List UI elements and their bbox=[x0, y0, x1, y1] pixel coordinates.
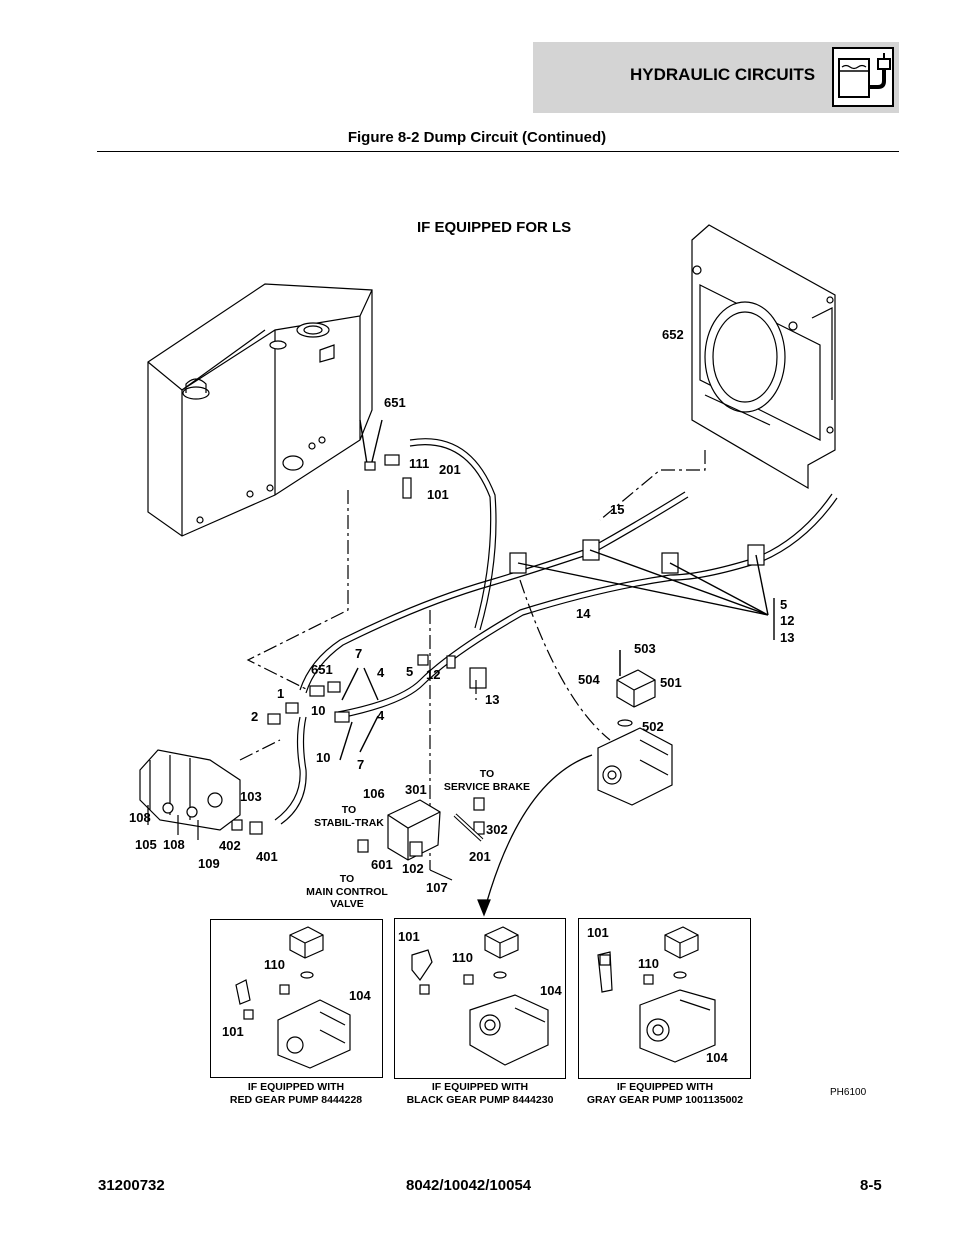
callout-1: 1 bbox=[277, 686, 285, 701]
fittings bbox=[231, 454, 485, 853]
callout-2: 2 bbox=[251, 709, 259, 724]
callout-109: 109 bbox=[198, 856, 220, 871]
inset-black-gear-pump bbox=[394, 918, 566, 1079]
callout-111: 111 bbox=[409, 456, 430, 471]
callout-302: 302 bbox=[486, 822, 508, 837]
callout-601: 601 bbox=[371, 857, 393, 872]
section-title: HYDRAULIC CIRCUITS bbox=[630, 65, 816, 84]
callout-101: 101 bbox=[427, 487, 449, 502]
callout-12: 12 bbox=[426, 667, 441, 682]
callout-4: 4 bbox=[377, 665, 385, 680]
figure-id: PH6100 bbox=[830, 1087, 867, 1098]
callout-14: 14 bbox=[576, 606, 591, 621]
note-to-stabil-trak: TO STABIL-TRAK bbox=[314, 804, 384, 829]
callout-13: 13 bbox=[485, 692, 500, 707]
inset-art-2 bbox=[411, 926, 549, 1066]
callout-106: 106 bbox=[363, 786, 385, 801]
callout-402: 402 bbox=[219, 838, 241, 853]
caption-gray-gear-pump: IF EQUIPPED WITH GRAY GEAR PUMP 10011350… bbox=[586, 1081, 744, 1106]
callout-7: 7 bbox=[355, 646, 363, 661]
caption-red-gear-pump: IF EQUIPPED WITH RED GEAR PUMP 8444228 bbox=[229, 1081, 363, 1106]
footer-doc-number: 31200732 bbox=[98, 1177, 165, 1194]
inset-art-3 bbox=[597, 926, 716, 1063]
inset3-callout-104: 104 bbox=[706, 1050, 728, 1065]
inset3-callout-101: 101 bbox=[587, 925, 609, 940]
callout-301: 301 bbox=[405, 782, 427, 797]
title-rule bbox=[97, 151, 899, 152]
callout-201: 201 bbox=[439, 462, 461, 477]
control-valve-block bbox=[387, 799, 484, 881]
main-control-valve-bank bbox=[139, 749, 241, 840]
callout-502: 502 bbox=[642, 719, 664, 734]
callout-501: 501 bbox=[660, 675, 682, 690]
callout-108: 108 bbox=[129, 810, 151, 825]
footer-page-number: 8-5 bbox=[860, 1177, 882, 1194]
callout-12: 12 bbox=[780, 613, 795, 628]
callout-5: 5 bbox=[780, 597, 788, 612]
inset-gray-gear-pump bbox=[578, 918, 751, 1079]
figure-subtitle: IF EQUIPPED FOR LS bbox=[417, 219, 572, 236]
callout-401: 401 bbox=[256, 849, 278, 864]
callout-13: 13 bbox=[780, 630, 795, 645]
note-to-main-control-valve: TO MAIN CONTROL VALVE bbox=[306, 873, 388, 910]
callout-10: 10 bbox=[311, 703, 326, 718]
callout-504: 504 bbox=[578, 672, 600, 687]
callout-15: 15 bbox=[610, 502, 625, 517]
inset1-callout-110: 110 bbox=[264, 957, 285, 972]
callout-651: 651 bbox=[384, 395, 406, 410]
main-pump bbox=[597, 650, 673, 806]
oil-cooler bbox=[691, 224, 836, 490]
hydraulic-reservoir-icon bbox=[832, 47, 894, 107]
callout-107: 107 bbox=[426, 880, 448, 895]
hydraulic-tank bbox=[147, 283, 373, 537]
callout-4: 4 bbox=[377, 708, 385, 723]
callout-201: 201 bbox=[469, 849, 491, 864]
callout-103: 103 bbox=[240, 789, 262, 804]
callout-652: 652 bbox=[662, 327, 684, 342]
caption-black-gear-pump: IF EQUIPPED WITH BLACK GEAR PUMP 8444230 bbox=[406, 1081, 554, 1106]
callout-108: 108 bbox=[163, 837, 185, 852]
inset-art-1 bbox=[235, 926, 351, 1069]
inset1-callout-101: 101 bbox=[222, 1024, 244, 1039]
callout-10: 10 bbox=[316, 750, 331, 765]
center-lines bbox=[239, 450, 706, 870]
inset1-callout-104: 104 bbox=[349, 988, 371, 1003]
footer-models: 8042/10042/10054 bbox=[406, 1177, 532, 1194]
callout-5: 5 bbox=[406, 664, 414, 679]
note-to-service-brake: TO SERVICE BRAKE bbox=[443, 768, 531, 793]
inset-red-gear-pump bbox=[210, 919, 383, 1078]
inset2-callout-104: 104 bbox=[540, 983, 562, 998]
inset2-callout-110: 110 bbox=[452, 950, 473, 965]
callout-651: 651 bbox=[311, 662, 333, 677]
inset3-callout-110: 110 bbox=[638, 956, 659, 971]
figure-title: Figure 8-2 Dump Circuit (Continued) bbox=[347, 129, 607, 146]
callout-503: 503 bbox=[634, 641, 656, 656]
callout-7: 7 bbox=[357, 757, 365, 772]
leader-lines bbox=[339, 419, 775, 761]
callout-102: 102 bbox=[402, 861, 424, 876]
callout-105: 105 bbox=[135, 837, 157, 852]
inset2-callout-101: 101 bbox=[398, 929, 420, 944]
